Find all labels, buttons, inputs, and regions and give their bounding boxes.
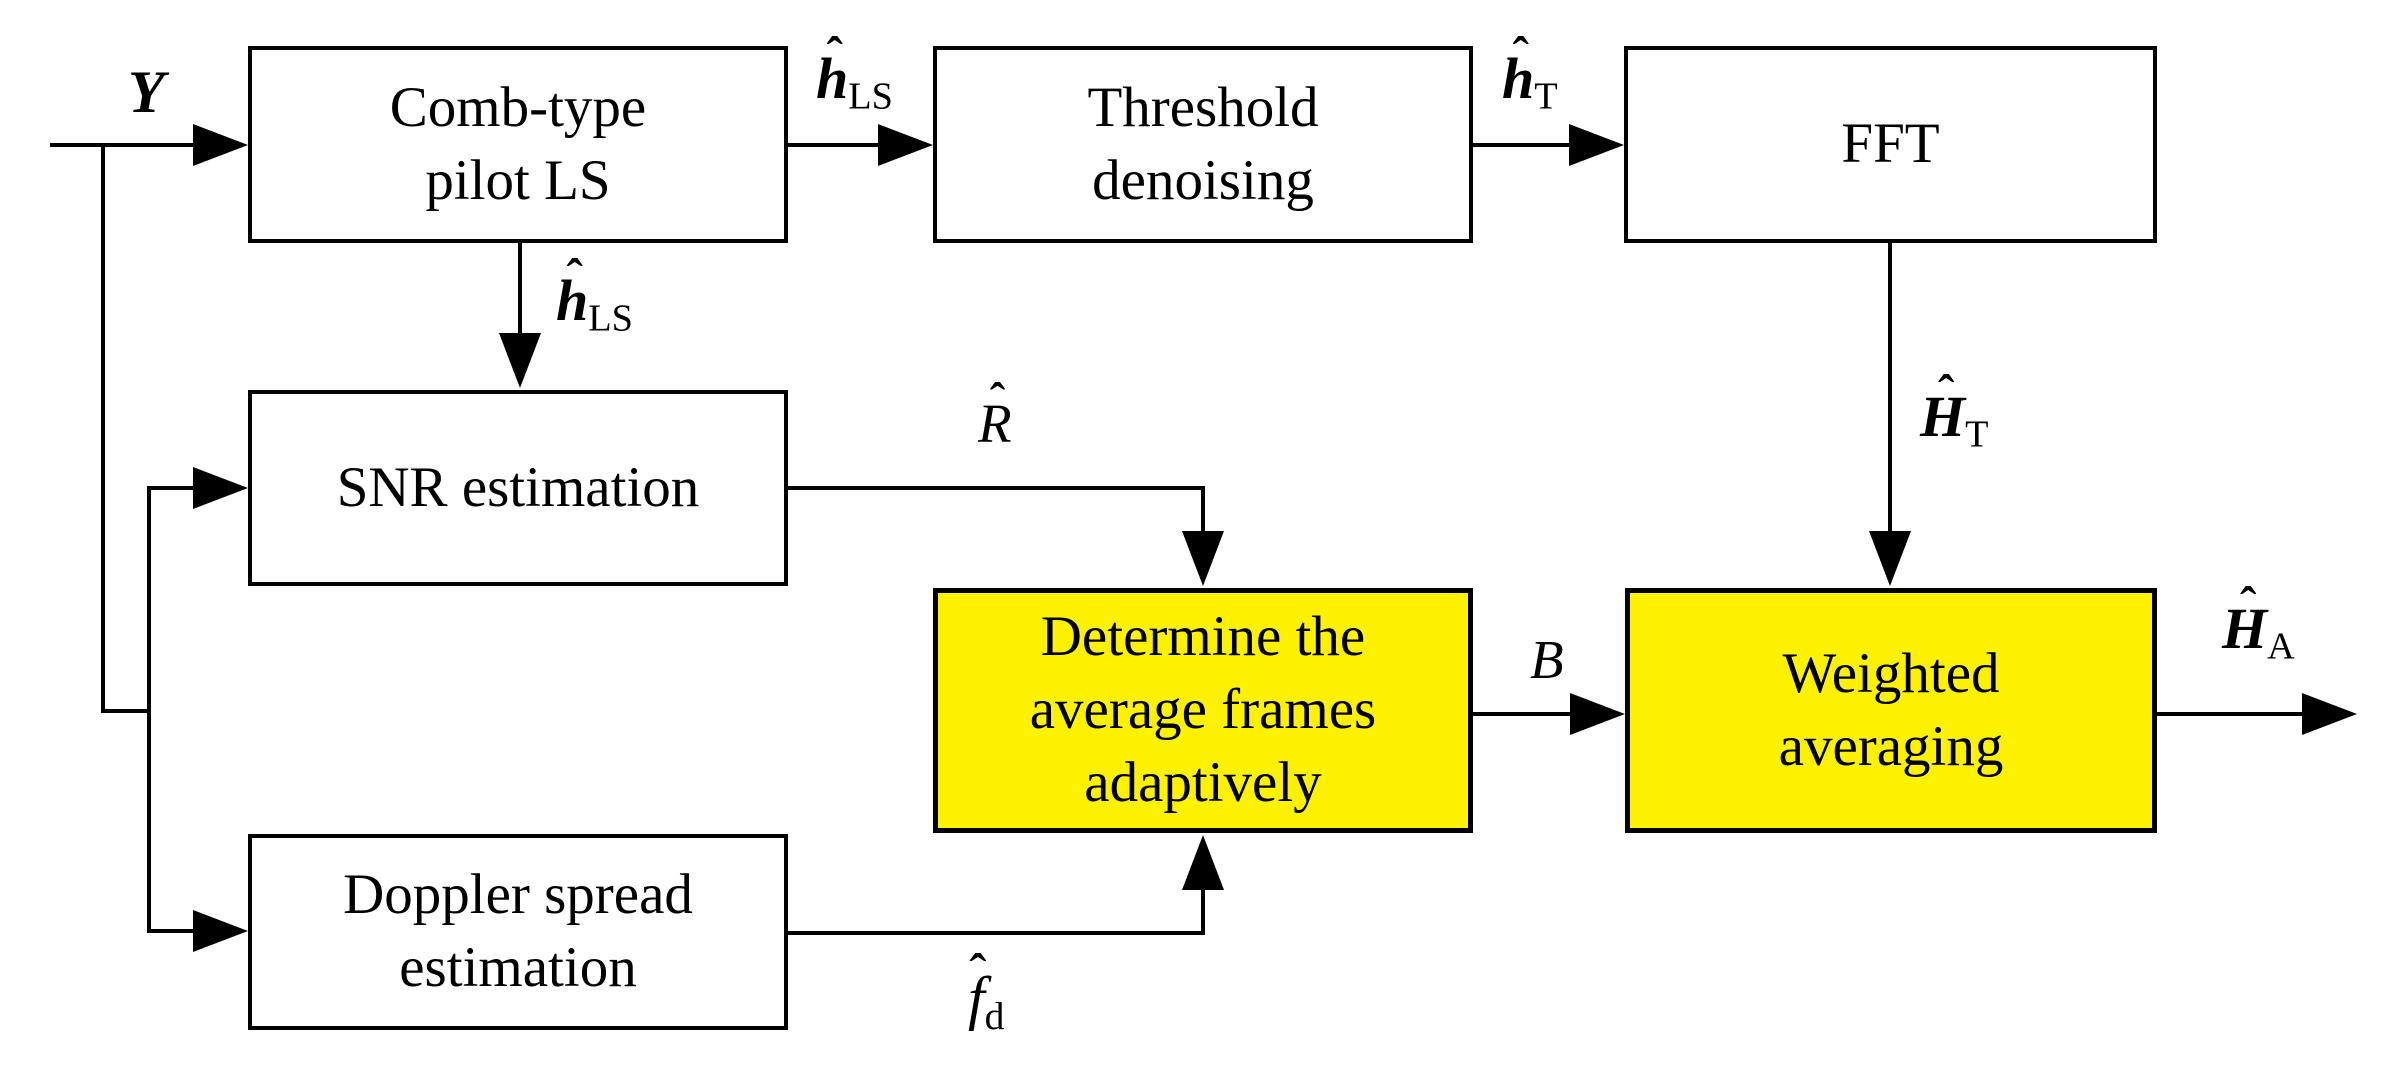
box-comb-type-pilot-ls-label: Comb-type pilot LS: [389, 75, 647, 212]
arrow-determine-to-weighted: [1473, 693, 1625, 735]
box-fft: FFT: [1624, 46, 2157, 243]
box-threshold-denoising: Threshold denoising: [933, 46, 1473, 243]
box-weighted-averaging-label: Weighted averaging: [1778, 641, 2004, 778]
label-B: B: [1530, 629, 1564, 690]
label-input-y: Y: [128, 59, 165, 125]
arrow-to-doppler: [149, 910, 248, 952]
branch-trunk: [101, 145, 151, 933]
box-snr-estimation: SNR estimation: [248, 390, 788, 586]
arrow-comb-to-snr: [499, 243, 541, 388]
arrow-to-snr: [149, 467, 248, 509]
box-determine-average-frames: Determine the average frames adaptively: [933, 588, 1473, 833]
arrow-output: [2157, 693, 2357, 735]
arrow-input-y: [50, 124, 248, 166]
arrow-threshold-to-fft: [1473, 124, 1624, 166]
box-comb-type-pilot-ls: Comb-type pilot LS: [248, 46, 788, 243]
box-determine-average-frames-label: Determine the average frames adaptively: [1029, 605, 1377, 814]
arrow-comb-to-threshold: [788, 124, 933, 166]
arrow-doppler-to-determine: [788, 835, 1224, 935]
box-weighted-averaging: Weighted averaging: [1625, 588, 2157, 833]
arrow-fft-to-weighted: [1869, 243, 1911, 586]
box-doppler-spread-estimation: Doppler spread estimation: [248, 834, 788, 1030]
box-doppler-spread-estimation-label: Doppler spread estimation: [343, 863, 693, 999]
arrow-snr-to-determine: [788, 486, 1224, 586]
box-fft-label: FFT: [1841, 112, 1940, 176]
box-snr-estimation-label: SNR estimation: [336, 455, 700, 519]
box-threshold-denoising-label: Threshold denoising: [1087, 75, 1319, 212]
